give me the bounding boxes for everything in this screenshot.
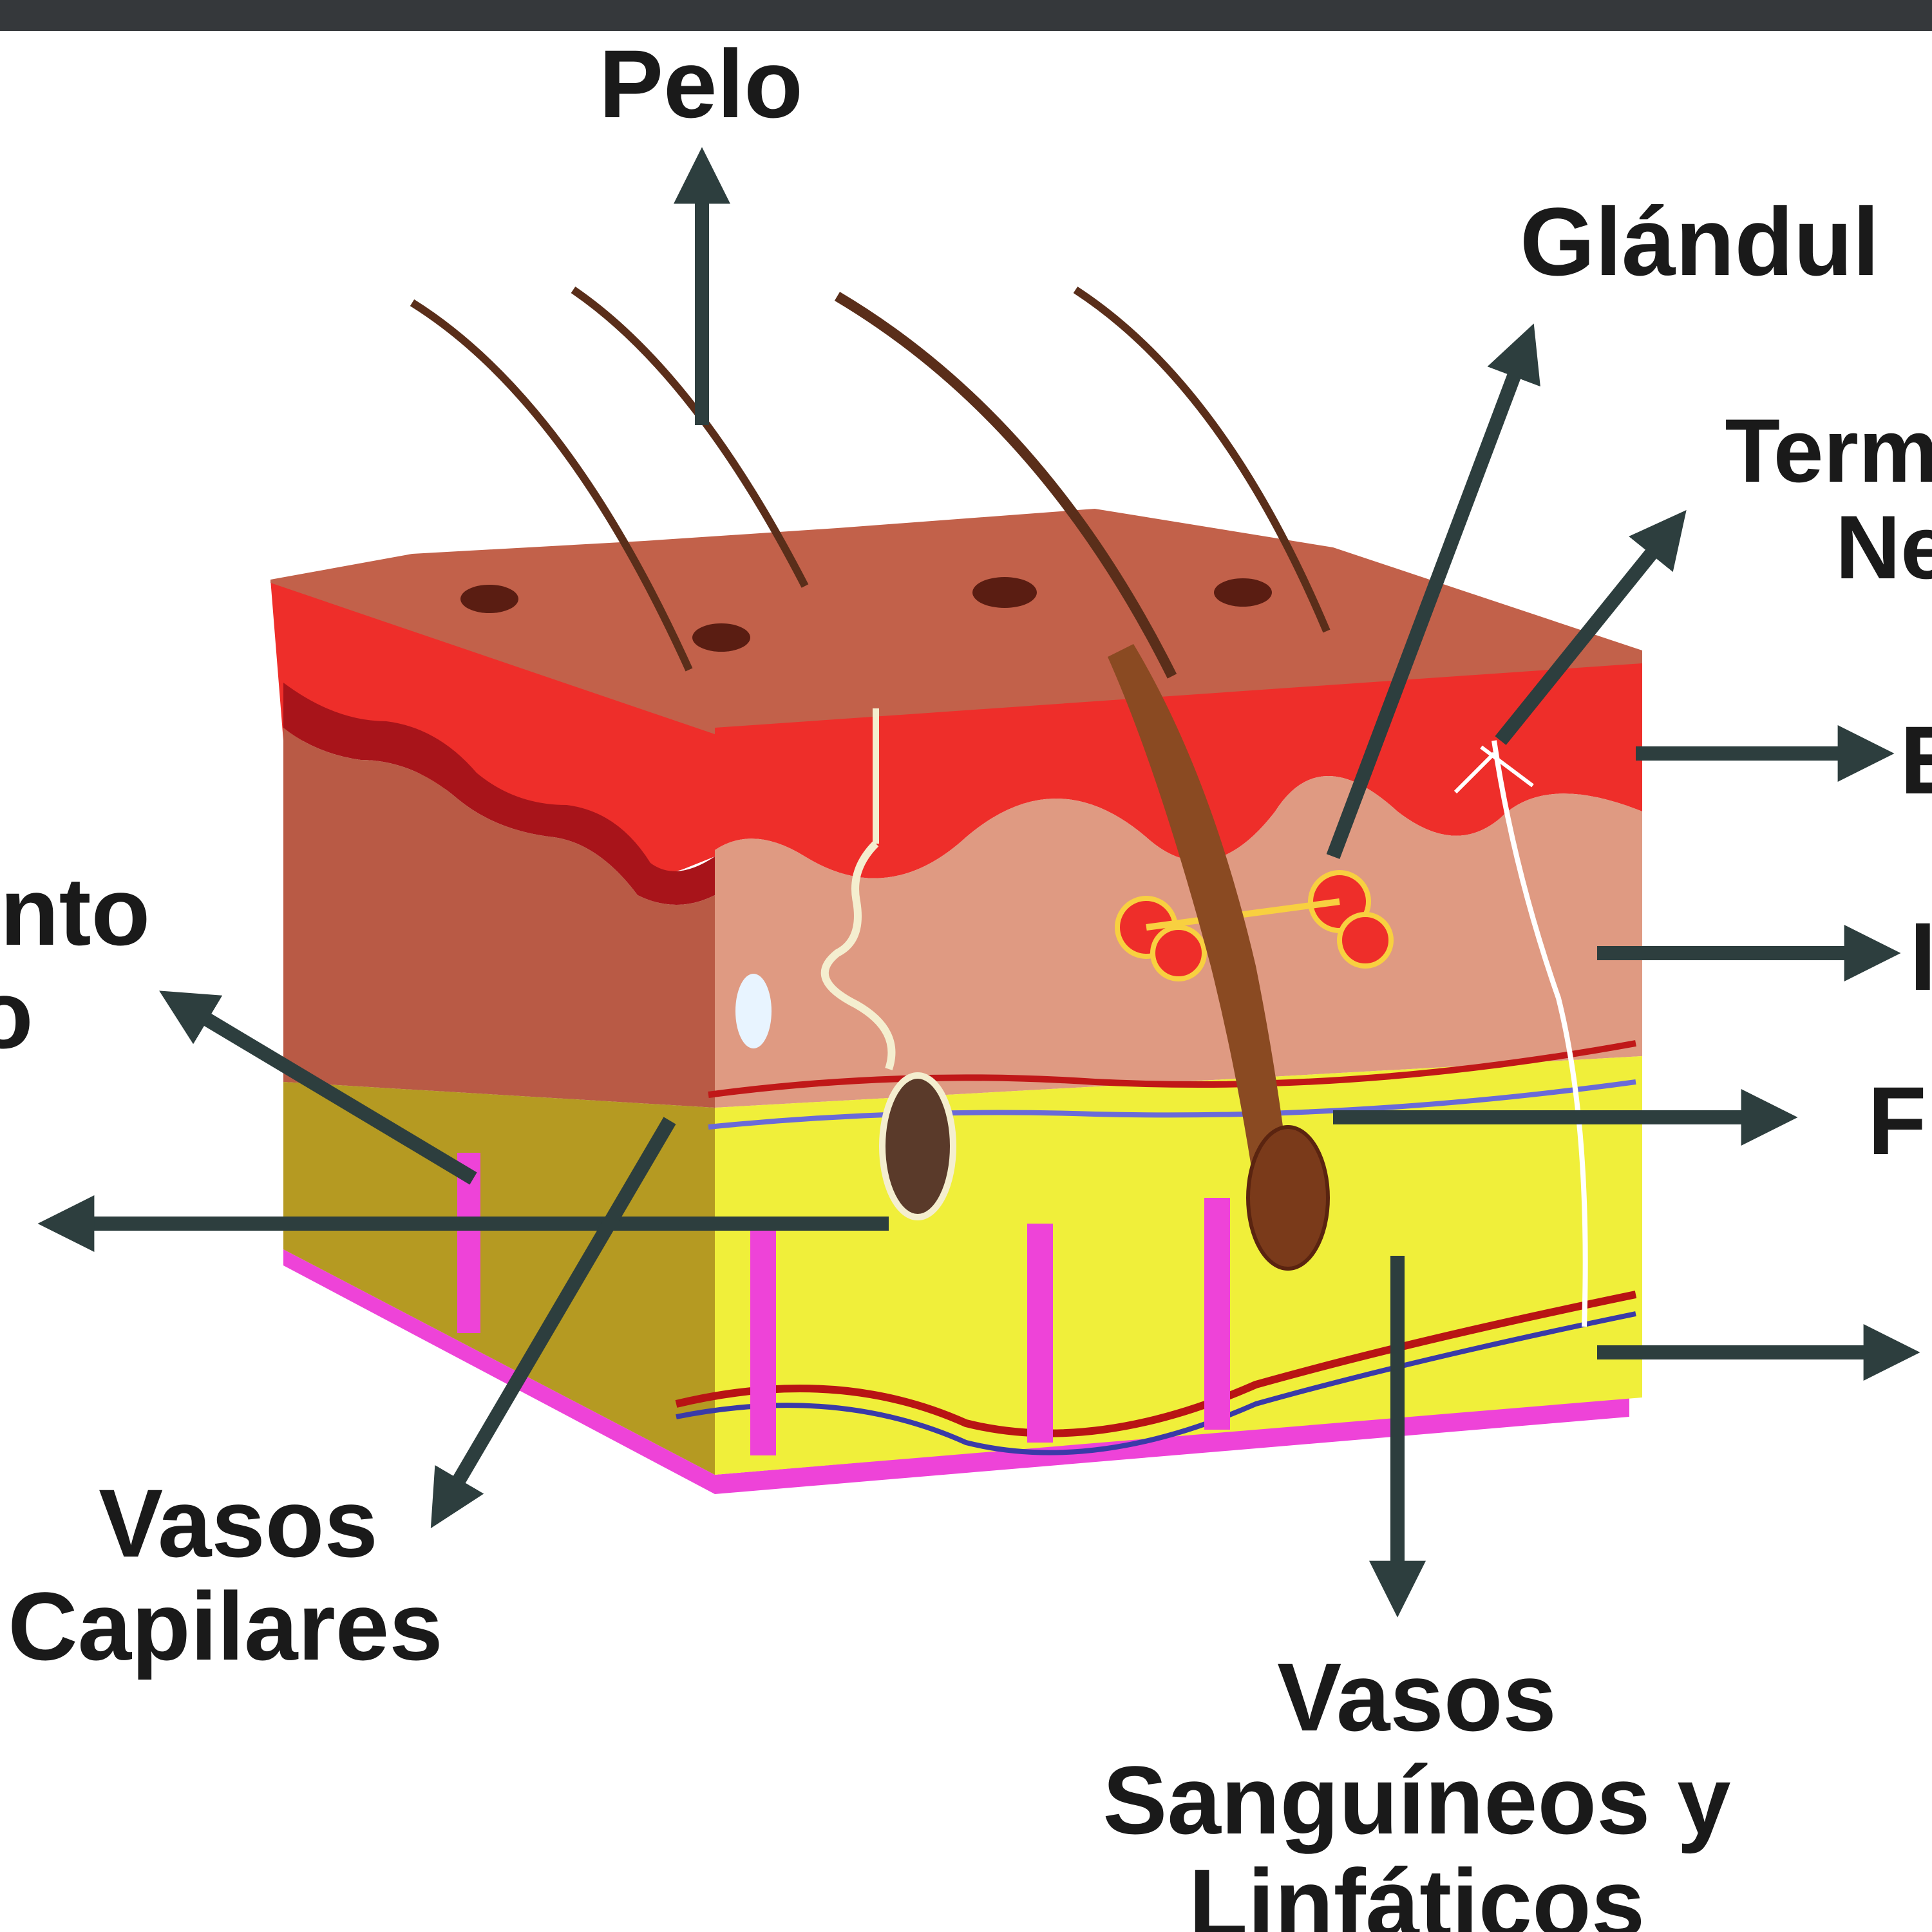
label-musculo: nto o <box>0 857 151 1068</box>
pore <box>972 577 1037 608</box>
lymph-vessel <box>708 1079 1636 1130</box>
label-terminaciones-nerviosas: Term Ne <box>1725 400 1932 598</box>
nerve-ending <box>1492 740 1588 1327</box>
hair-follicle <box>1108 644 1294 1249</box>
sweat-gland <box>820 708 956 1220</box>
pore <box>1214 578 1272 607</box>
base-layer <box>283 1249 1629 1494</box>
window-top-bar <box>0 0 1932 31</box>
left-face-dark-band <box>283 683 715 905</box>
hair-bulb <box>1246 1125 1330 1271</box>
fat-septum <box>750 1224 776 1455</box>
left-face-top-epidermis <box>270 580 715 874</box>
fat-septum <box>1027 1224 1053 1443</box>
label-vasos-capilares: Vasos Capilares <box>8 1469 443 1680</box>
arrow-musculo <box>159 990 477 1185</box>
deep-blood-vessel <box>675 1291 1637 1437</box>
label-glandula: Glándul <box>1520 187 1880 296</box>
hair-strand <box>410 299 693 672</box>
label-foliculo: F <box>1868 1066 1927 1175</box>
arrow-vasos-capilares <box>430 1117 676 1529</box>
label-vasos-sanguineos-linfaticos: Vasos Sanguíneos y Linfáticos <box>1103 1643 1731 1932</box>
blood-vessel <box>708 1040 1636 1098</box>
left-face-fat <box>283 1082 715 1475</box>
hair-strand <box>1073 286 1331 633</box>
label-pelo: Pelo <box>599 30 803 138</box>
skin-block <box>270 509 1642 1494</box>
pore <box>692 623 750 652</box>
left-face-dermis <box>283 728 715 1108</box>
hair-strand <box>834 292 1177 679</box>
sebaceous-gland <box>1115 870 1394 981</box>
arrow-terminaciones <box>1495 510 1687 745</box>
fat-septum <box>1204 1198 1230 1430</box>
nerve-ending <box>1454 745 1534 794</box>
label-epidermis: E <box>1900 712 1932 808</box>
deep-vein <box>676 1311 1636 1455</box>
hairs <box>410 286 1331 679</box>
hair-strand <box>571 287 809 588</box>
pacinian-corpuscle <box>735 974 772 1048</box>
label-dermis: I <box>1909 902 1932 1010</box>
pointer-arrows <box>37 147 1920 1618</box>
pore <box>460 585 518 613</box>
arrow-glandula <box>1326 323 1540 859</box>
